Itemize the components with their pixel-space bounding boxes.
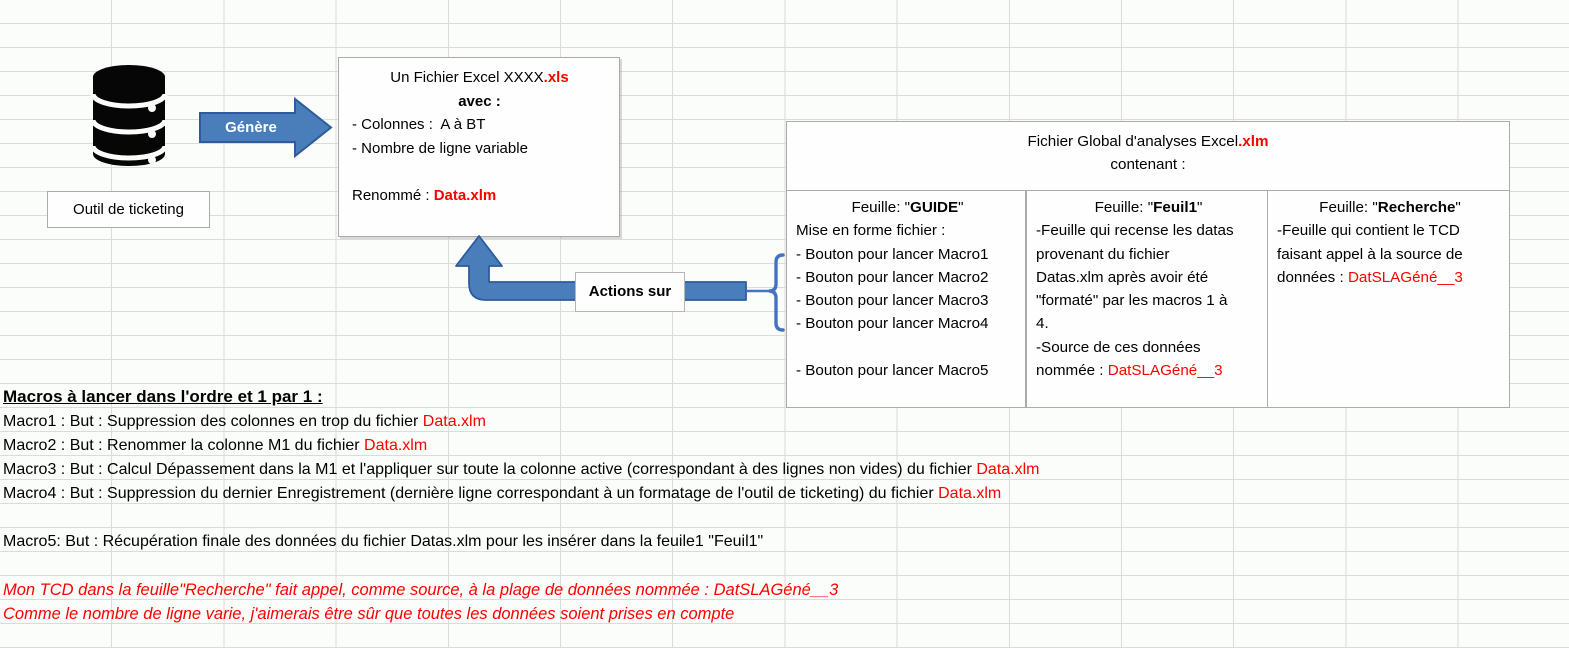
sheet-recherche-line: -Feuille qui contient le TCD <box>1277 222 1460 240</box>
spacer <box>352 160 607 184</box>
sheet-guide-line-macro5: - Bouton pour lancer Macro5 <box>796 362 989 380</box>
sheet-guide-line: - Bouton pour lancer Macro2 <box>796 268 989 286</box>
macro3-note: Macro3 : But : Calcul Dépassement dans l… <box>3 461 1040 478</box>
sheet-recherche-name: Recherche <box>1377 199 1456 216</box>
macro4-note: Macro4 : But : Suppression du dernier En… <box>3 485 1002 502</box>
ticketing-tool-label: Outil de ticketing <box>73 201 184 218</box>
excel-file-ext: .xls <box>543 69 569 86</box>
sheet-feuil1-line: provenant du fichier <box>1036 245 1170 263</box>
sheet-guide-box[interactable]: Feuille: "GUIDE" Mise en forme fichier :… <box>786 190 1026 408</box>
sheet-recherche-source-line: données : DatSLAGéné__3 <box>1277 268 1463 286</box>
excel-file-renamed-name: Data.xlm <box>433 186 497 204</box>
macro1-file: Data.xlm <box>422 413 486 430</box>
spacer <box>796 336 1019 359</box>
sheet-feuil1-line: -Source de ces données <box>1036 338 1201 356</box>
macro1-note: Macro1 : But : Suppression des colonnes … <box>3 413 486 430</box>
global-file-title: Fichier Global d'analyses Excel.xlm <box>1027 133 1269 150</box>
macro5-note: Macro5: But : Récupération finale des do… <box>3 533 764 550</box>
genere-arrow-label: Génère <box>225 119 277 136</box>
macro3-file: Data.xlm <box>976 461 1040 478</box>
macro4-file: Data.xlm <box>938 485 1002 502</box>
sheet-recherche-source-name: DatSLAGéné__3 <box>1347 268 1463 286</box>
tcd-source-note: Mon TCD dans la feuille"Recherche" fait … <box>3 581 839 599</box>
sheet-guide-line: - Bouton pour lancer Macro4 <box>796 315 989 333</box>
macro2-note: Macro2 : But : Renommer la colonne M1 du… <box>3 437 428 454</box>
global-file-ext: .xlm <box>1238 133 1269 150</box>
sheet-feuil1-box[interactable]: Feuille: "Feuil1" -Feuille qui recense l… <box>1026 190 1268 408</box>
sheet-guide-line: Mise en forme fichier : <box>796 222 946 240</box>
excel-file-renamed-line: Renommé : Data.xlm <box>352 186 497 204</box>
global-file-header-box[interactable]: Fichier Global d'analyses Excel.xlm cont… <box>786 121 1510 191</box>
sheet-guide-header: Feuille: "GUIDE" <box>851 199 964 216</box>
global-file-subtitle: contenant : <box>1110 156 1186 174</box>
ticketing-tool-box[interactable]: Outil de ticketing <box>47 191 210 228</box>
sheet-feuil1-line: "formaté" par les macros 1 à <box>1036 292 1228 310</box>
sheet-feuil1-header: Feuille: "Feuil1" <box>1094 199 1203 216</box>
sheet-recherche-line: faisant appel à la source de <box>1277 245 1463 263</box>
database-icon[interactable] <box>90 63 168 168</box>
macros-heading: Macros à lancer dans l'ordre et 1 par 1 … <box>3 387 323 406</box>
excel-file-line-columns: - Colonnes : A à BT <box>352 116 486 133</box>
sheet-feuil1-line: -Feuille qui recense les datas <box>1036 222 1234 240</box>
genere-arrow[interactable] <box>198 96 336 160</box>
macro2-file: Data.xlm <box>364 437 428 454</box>
sheet-guide-name: GUIDE <box>910 199 959 216</box>
sheet-feuil1-source-name: DatSLAGéné__3 <box>1107 362 1223 380</box>
sheet-guide-line: - Bouton pour lancer Macro3 <box>796 292 989 310</box>
brace-icon <box>768 253 785 332</box>
excel-file-with-label: avec : <box>458 92 501 110</box>
row-count-note: Comme le nombre de ligne varie, j'aimera… <box>3 605 735 623</box>
excel-file-title: Un Fichier Excel XXXX.xls <box>390 69 569 86</box>
actions-sur-box[interactable]: Actions sur <box>575 272 685 312</box>
excel-file-line-rows: - Nombre de ligne variable <box>352 139 528 157</box>
sheet-feuil1-source-line: nommée : DatSLAGéné__3 <box>1036 362 1223 380</box>
actions-sur-label: Actions sur <box>588 283 672 300</box>
sheet-recherche-header: Feuille: "Recherche" <box>1319 199 1461 216</box>
sheet-feuil1-line: 4. <box>1036 315 1049 333</box>
sheet-guide-line: - Bouton pour lancer Macro1 <box>796 245 989 263</box>
sheet-feuil1-name: Feuil1 <box>1153 199 1198 216</box>
sheet-feuil1-line: Datas.xlm après avoir été <box>1036 268 1209 286</box>
sheet-recherche-box[interactable]: Feuille: "Recherche" -Feuille qui contie… <box>1267 190 1510 408</box>
excel-file-box[interactable]: Un Fichier Excel XXXX.xls avec : - Colon… <box>338 57 620 237</box>
